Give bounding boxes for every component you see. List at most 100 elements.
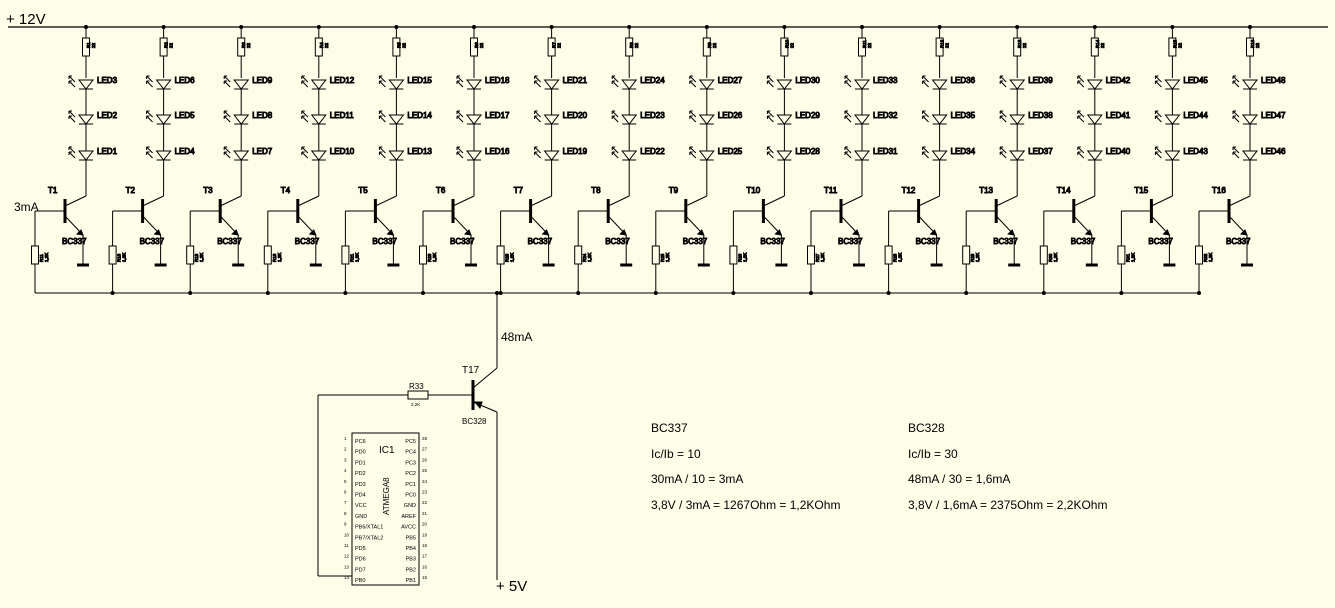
ic-pin-name: PC0	[405, 493, 416, 499]
resistor-value: 22	[867, 42, 872, 48]
led-label: LED17	[485, 111, 510, 120]
led-led44: LED44	[1154, 110, 1209, 125]
led-arrow	[611, 75, 619, 83]
led-arrow	[844, 146, 852, 154]
led-arrow	[146, 80, 153, 88]
led-led32: LED32	[844, 110, 899, 125]
led-arrow	[456, 151, 464, 159]
ic-pin-name: PC5	[405, 439, 416, 445]
transistor-name: T3	[203, 186, 213, 195]
ic-pin-number: 26	[422, 457, 428, 462]
led-label: LED37	[1028, 147, 1053, 156]
led-triangle	[853, 114, 871, 125]
led-led3: LED3	[68, 75, 118, 90]
led-led29: LED29	[766, 110, 821, 125]
led-label: LED18	[485, 76, 510, 85]
transistor-collector	[64, 195, 87, 207]
led-label: LED29	[795, 111, 820, 120]
led-label: LED13	[407, 147, 432, 156]
resistor-value: 22	[91, 42, 96, 48]
bc337-note-resistor: 3,8V / 3mA = 1267Ohm = 1,2KOhm	[651, 498, 841, 512]
led-arrow	[922, 146, 929, 154]
led-label: LED10	[330, 147, 355, 156]
led-arrow	[922, 75, 929, 83]
ic-pin-number: 17	[422, 554, 428, 559]
transistor-collector	[1228, 195, 1251, 207]
ic-pin-number: 21	[422, 511, 428, 516]
led-arrow	[146, 110, 153, 118]
led-arrow	[1232, 80, 1240, 88]
led-arrow	[1154, 75, 1162, 83]
transistor-arrow	[386, 229, 395, 236]
led-triangle	[155, 79, 172, 90]
resistor-value: 22	[712, 42, 717, 48]
led-arrow	[611, 110, 619, 118]
led-arrow	[146, 115, 153, 123]
ic-pin-number: 7	[344, 500, 347, 505]
led-triangle	[77, 79, 95, 90]
led-label: LED32	[873, 111, 898, 120]
base-resistor-value: 1,2K	[898, 253, 903, 262]
base-resistor-value: 1,2K	[975, 253, 980, 262]
bc328-note-resistor: 3,8V / 1,6mA = 2375Ohm = 2,2KOhm	[908, 498, 1108, 512]
led-led35: LED35	[922, 110, 976, 125]
ic-name: IC1	[379, 445, 395, 456]
led-label: LED40	[1106, 147, 1131, 156]
transistor-name: T4	[281, 186, 291, 195]
bc337-note-title: BC337	[651, 421, 688, 435]
ic-pin-name: PC3	[405, 460, 416, 466]
transistor-arrow	[929, 229, 938, 236]
resistor-value: 22	[246, 42, 251, 48]
resistor-name: R16	[1250, 39, 1255, 48]
led-led13: LED13	[378, 146, 433, 161]
base-resistor-name: R23	[427, 253, 432, 262]
ic-pin-number: 10	[344, 532, 350, 537]
led-arrow	[1154, 80, 1162, 88]
base-resistor-name: R30	[1048, 253, 1053, 262]
led-led2: LED2	[68, 110, 118, 125]
led-label: LED47	[1261, 111, 1286, 120]
base-resistor-name: R26	[737, 253, 742, 262]
resistor-name: R9	[707, 42, 712, 48]
led-arrow	[766, 110, 774, 118]
ic-pin-name: PB2	[406, 567, 416, 573]
transistor-name: T16	[1212, 186, 1226, 195]
transistor-collector	[685, 195, 708, 207]
led-arrow	[999, 146, 1007, 154]
led-arrow	[1154, 115, 1162, 123]
led-led20: LED20	[534, 110, 588, 125]
led-label: LED6	[175, 76, 196, 85]
resistor-name: R7	[552, 42, 557, 48]
led-label: LED8	[252, 111, 273, 120]
transistor-collector	[530, 195, 552, 207]
led-triangle	[77, 114, 95, 125]
transistor-arrow	[153, 229, 162, 236]
base-resistor-name: R31	[1125, 253, 1130, 262]
transistor-arrow	[1007, 229, 1015, 236]
led-led34: LED34	[922, 146, 976, 161]
resistor-value: 22	[945, 42, 950, 48]
ic-pin-number: 4	[344, 468, 347, 473]
transistor-type: BC337	[760, 237, 785, 246]
resistor-name: R5	[396, 42, 401, 48]
led-arrow	[844, 80, 852, 88]
resistor-value: 22	[324, 42, 329, 48]
ic-pin-number: 24	[422, 479, 428, 484]
led-led37: LED37	[999, 146, 1054, 161]
transistor-name: T1	[48, 186, 58, 195]
led-triangle	[698, 114, 715, 125]
led-arrow	[766, 80, 774, 88]
transistor-name: T8	[591, 186, 601, 195]
led-label: LED7	[252, 147, 273, 156]
led-arrow	[999, 75, 1007, 83]
led-label: LED33	[873, 76, 898, 85]
ic-pin-name: PD3	[355, 482, 366, 488]
ic-pin-name: PB4	[406, 546, 416, 552]
led-label: LED11	[330, 111, 354, 120]
transistor-collector	[763, 195, 785, 207]
ic-pin-number: 20	[422, 522, 428, 527]
ic-pin-name: VCC	[355, 503, 367, 509]
base-resistor	[574, 245, 583, 265]
